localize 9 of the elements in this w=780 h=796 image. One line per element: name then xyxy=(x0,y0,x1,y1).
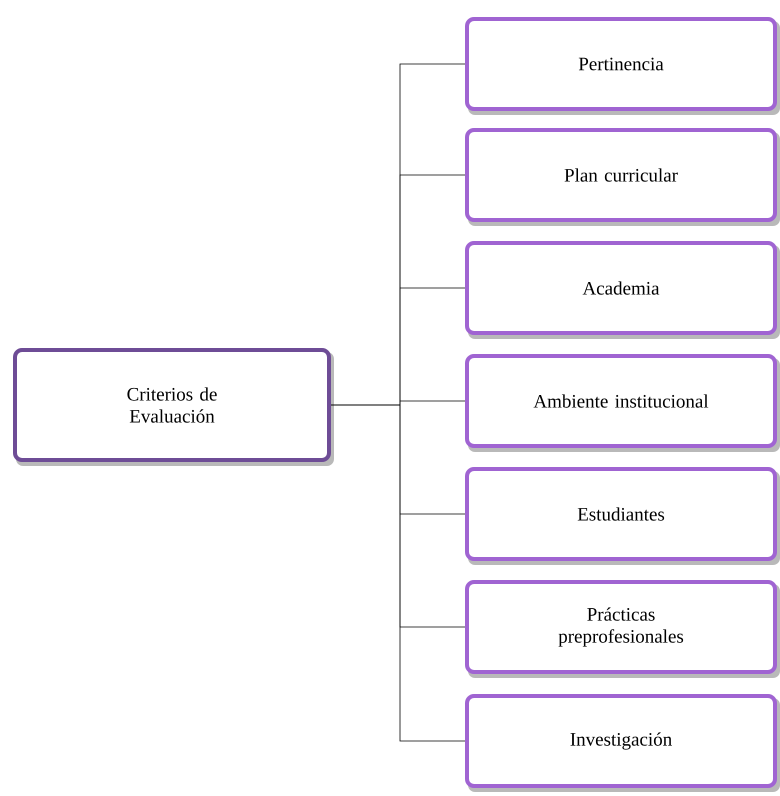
criterion-box: Academia xyxy=(465,241,780,339)
criterion-box: Plan curricular xyxy=(465,128,780,226)
criterion-box: Pertinencia xyxy=(465,17,780,115)
criterion-box: Prácticas preprofesionales xyxy=(465,580,780,678)
topic-box: Criterios de Evaluación xyxy=(13,348,334,466)
criterion-box: Investigación xyxy=(465,694,780,792)
criterion-box: Ambiente institucional xyxy=(465,354,780,452)
connector xyxy=(330,404,466,742)
criterion-box: Estudiantes xyxy=(465,467,780,565)
